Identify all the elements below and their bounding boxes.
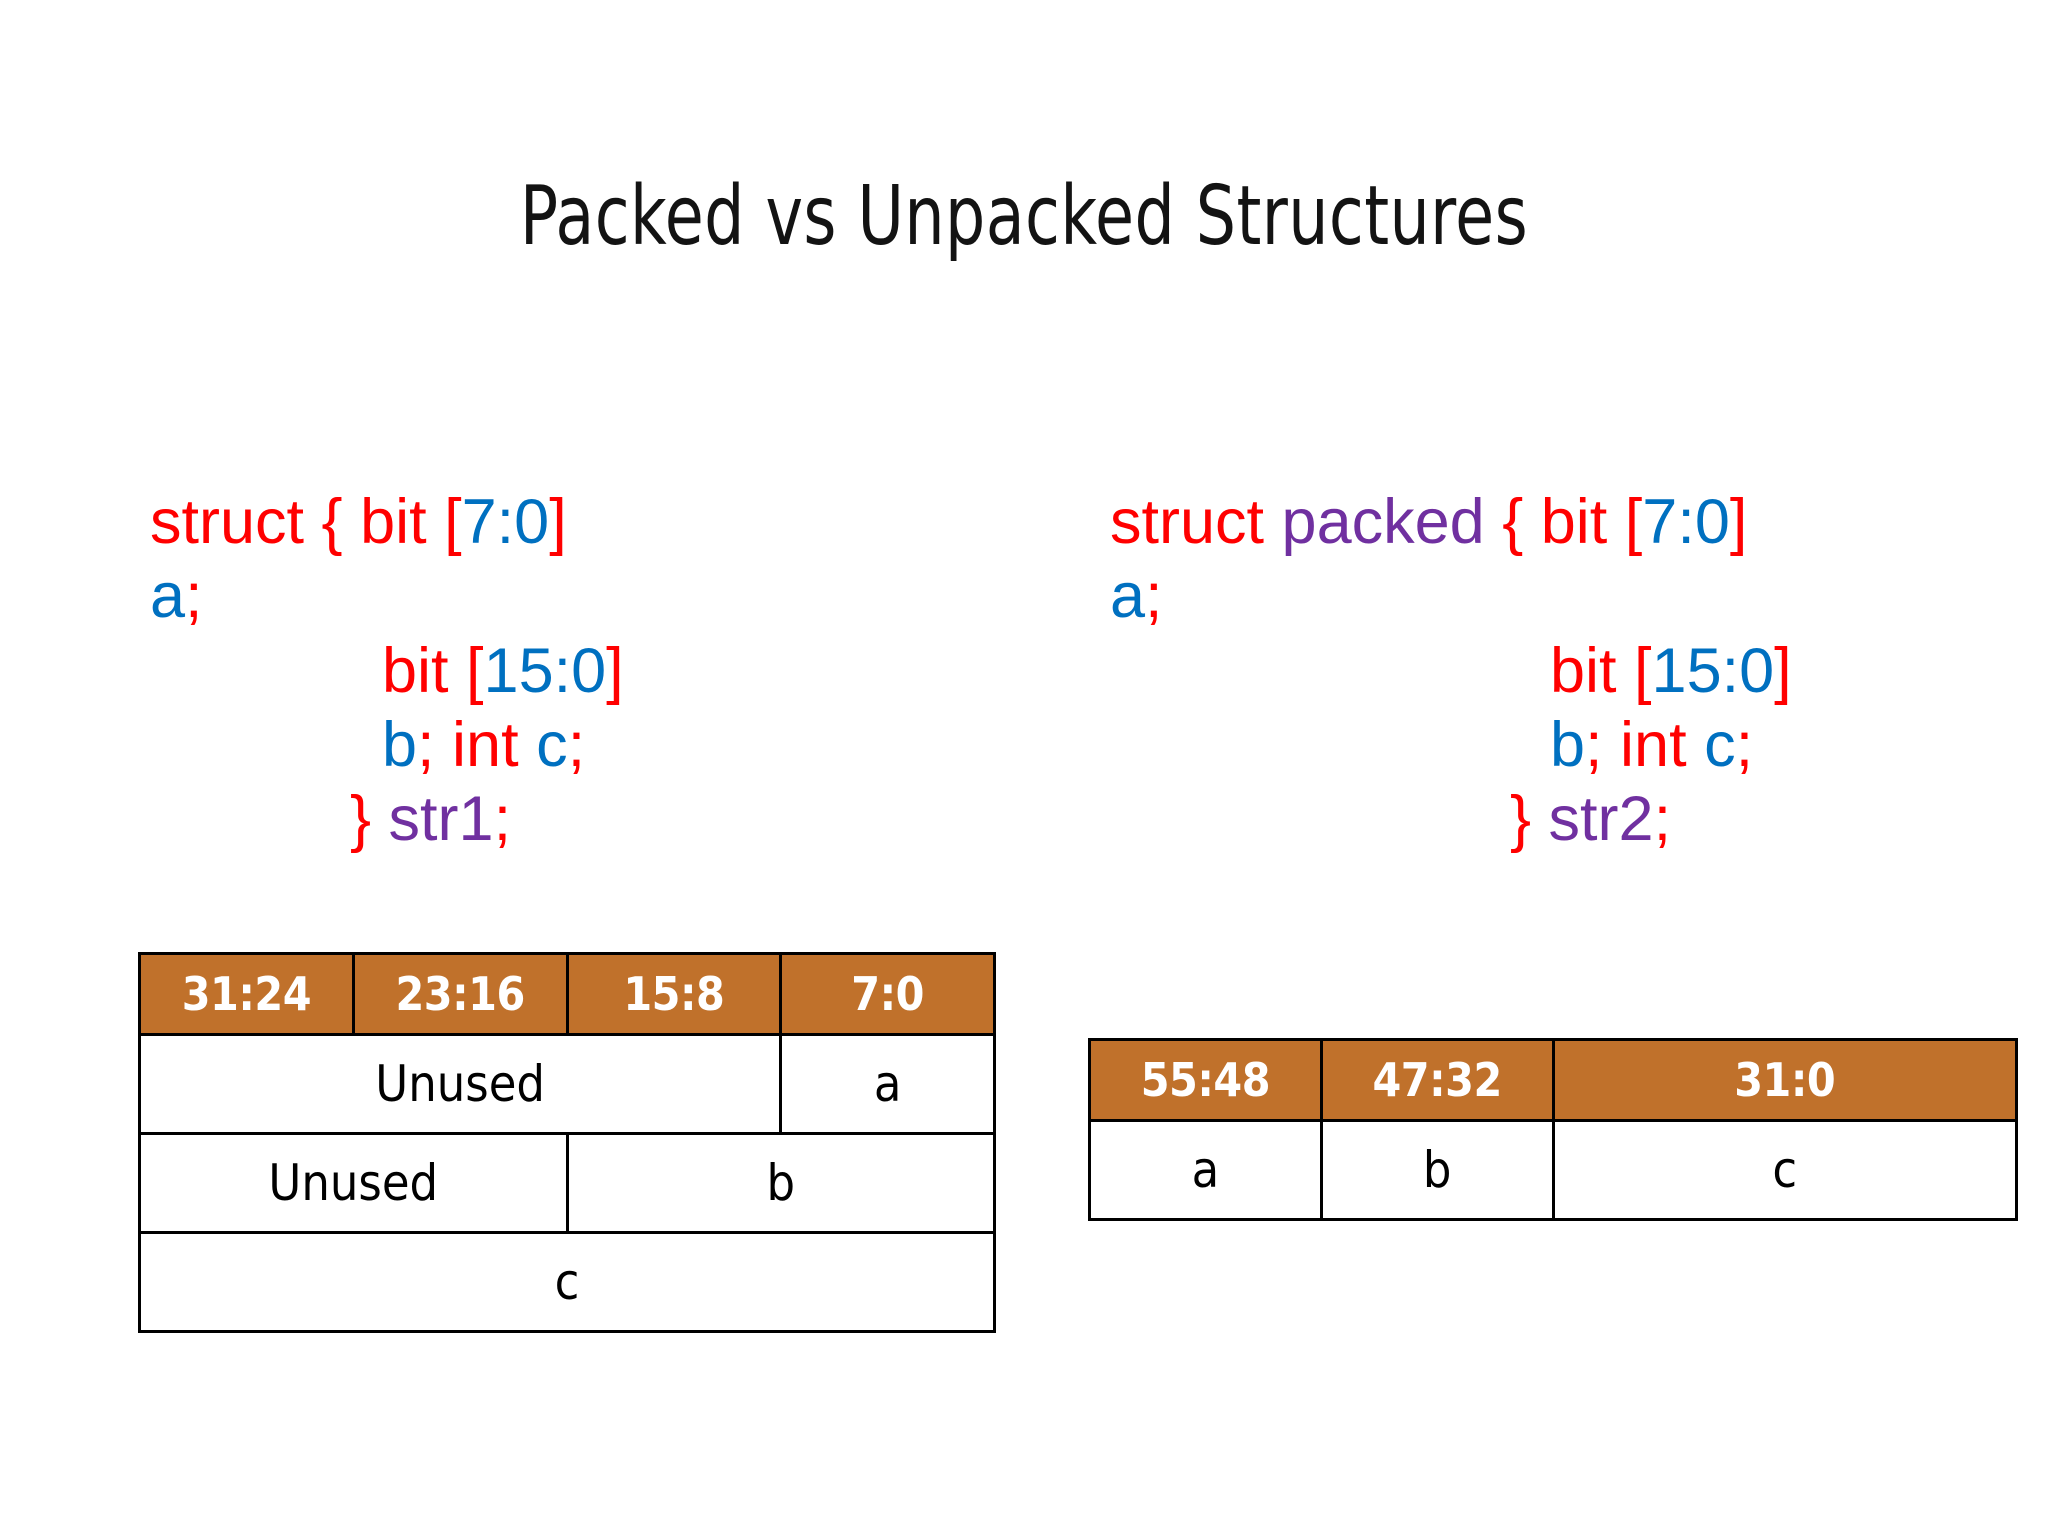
code-token: ; [1735,709,1754,780]
code-line: } str1; [150,782,624,856]
code-token: ; [1145,561,1163,632]
code-token: packed [1281,487,1485,557]
bit-range-header-cell: 31:0 [1551,1038,2018,1122]
field-cell: b [565,1132,996,1234]
code-token: ; int [1585,709,1705,780]
code-line: } str2; [1110,782,1792,856]
field-cell: b [1319,1119,1555,1221]
field-cell: c [1551,1119,2018,1221]
bit-range-header-cell: 15:8 [565,952,783,1036]
code-token: bit [ [1550,635,1652,706]
code-token: a [150,561,186,632]
table-row: c [138,1231,996,1333]
unpacked-struct-code: struct { bit [7:0]a;bit [15:0]b; int c;}… [150,485,624,857]
code-line: b; int c; [1110,708,1792,782]
code-token: bit [ [382,635,484,706]
field-cell: Unused [137,1033,783,1135]
packed-struct-code: struct packed { bit [7:0]a;bit [15:0]b; … [1110,485,1792,857]
code-token: ] [1729,487,1748,557]
code-token: str1 [388,784,494,855]
code-line: b; int c; [150,708,624,782]
code-token: 15:0 [1651,635,1775,706]
code-token: c [536,709,568,780]
code-line: a; [150,559,624,633]
code-token: } [1510,784,1549,855]
code-token: 7:0 [461,487,550,557]
code-token: } [350,784,389,855]
code-token: c [1704,709,1736,780]
code-token: ] [606,635,624,706]
field-cell: a [779,1033,996,1135]
code-token: b [382,709,418,780]
code-token: str2 [1548,784,1654,855]
field-cell: c [138,1231,996,1333]
bit-range-header-cell: 47:32 [1319,1038,1555,1122]
code-line: a; [1110,559,1792,633]
code-token: struct [1110,487,1282,557]
code-line: bit [15:0] [1110,634,1792,708]
field-cell: a [1088,1119,1323,1221]
code-token: ; [493,784,512,855]
field-cell: Unused [138,1132,569,1234]
bit-range-header-cell: 31:24 [138,952,355,1036]
bit-range-header-cell: 7:0 [779,952,996,1036]
page-title: Packed vs Unpacked Structures [519,169,1529,264]
bit-range-header-cell: 55:48 [1088,1038,1323,1122]
code-line: struct { bit [7:0] [150,485,624,559]
code-token: struct { bit [ [150,487,462,557]
code-token: ] [549,487,567,557]
code-token: ; [185,561,203,632]
code-token: ; int [417,709,537,780]
code-token: ; [1653,784,1672,855]
code-line: bit [15:0] [150,634,624,708]
code-line: struct packed { bit [7:0] [1110,485,1792,559]
bit-range-header-cell: 23:16 [351,952,569,1036]
code-token: b [1550,709,1586,780]
code-token: 15:0 [483,635,607,706]
code-token: ; [567,709,586,780]
code-token: 7:0 [1642,487,1730,557]
code-token: ] [1774,635,1792,706]
code-token: a [1110,561,1146,632]
code-token: { bit [ [1484,487,1643,557]
